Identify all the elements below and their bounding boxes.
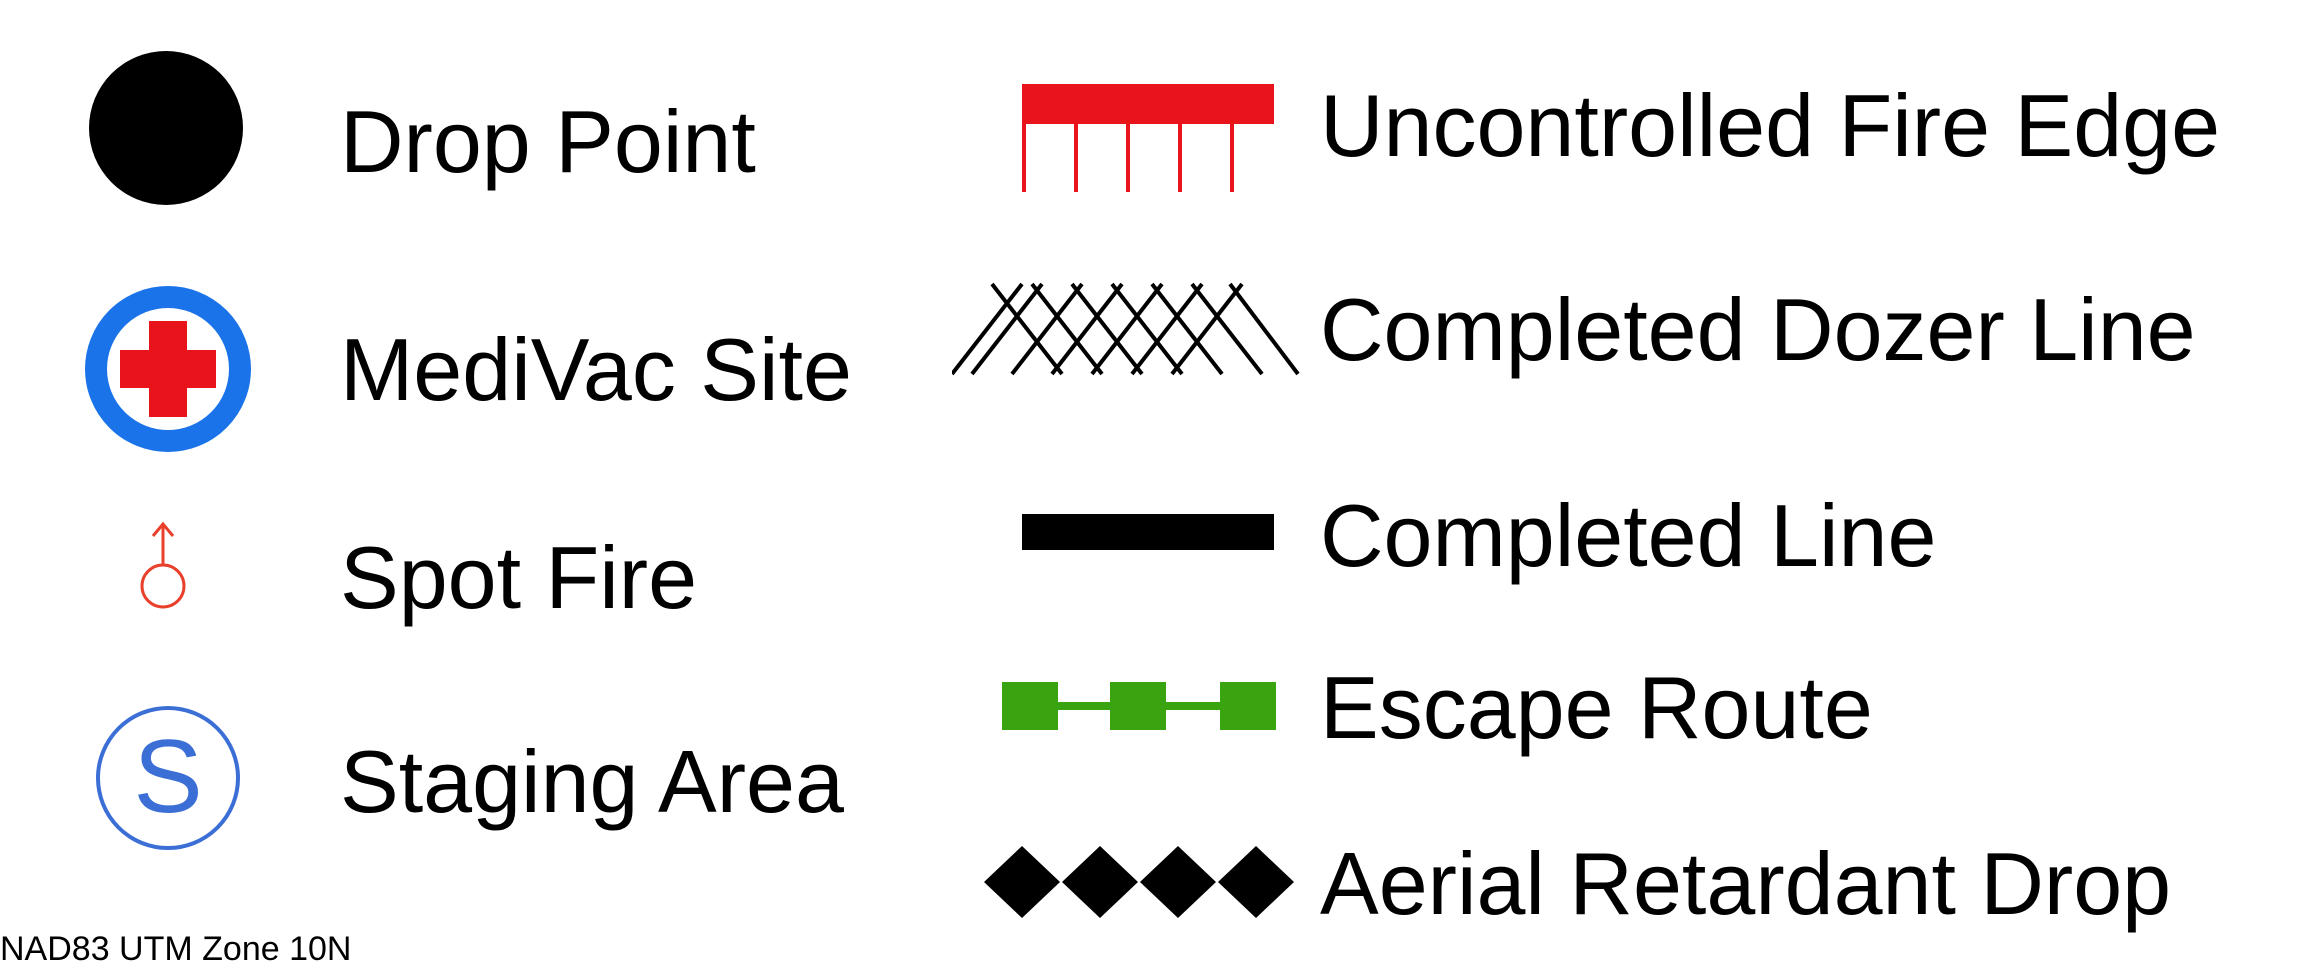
legend-label-completed-dozer-line: Completed Dozer Line (1320, 280, 2196, 379)
crosshatch-line-icon (952, 282, 1300, 376)
diamond-row-icon (984, 846, 1294, 918)
legend-label-medivac-site: MediVac Site (340, 320, 852, 419)
legend-label-spot-fire: Spot Fire (340, 528, 698, 627)
legend-label-staging-area: Staging Area (340, 732, 844, 831)
legend-label-aerial-retardant-drop: Aerial Retardant Drop (1320, 834, 2172, 933)
legend-label-escape-route: Escape Route (1320, 658, 1873, 757)
filled-circle-icon (89, 51, 243, 205)
projection-label: NAD83 UTM Zone 10N (0, 930, 352, 968)
dashed-box-line-icon (1002, 682, 1276, 730)
legend-label-uncontrolled-fire-edge: Uncontrolled Fire Edge (1320, 76, 2221, 175)
legend-label-completed-line: Completed Line (1320, 486, 1937, 585)
staging-glyph: S (133, 719, 202, 835)
solid-line-icon (1022, 514, 1274, 550)
medical-cross-icon (85, 286, 251, 452)
fire-edge-line-icon (1022, 84, 1274, 192)
staging-circle-s-icon: S (96, 706, 240, 850)
legend-label-drop-point: Drop Point (340, 92, 756, 191)
spot-fire-icon (140, 521, 186, 609)
